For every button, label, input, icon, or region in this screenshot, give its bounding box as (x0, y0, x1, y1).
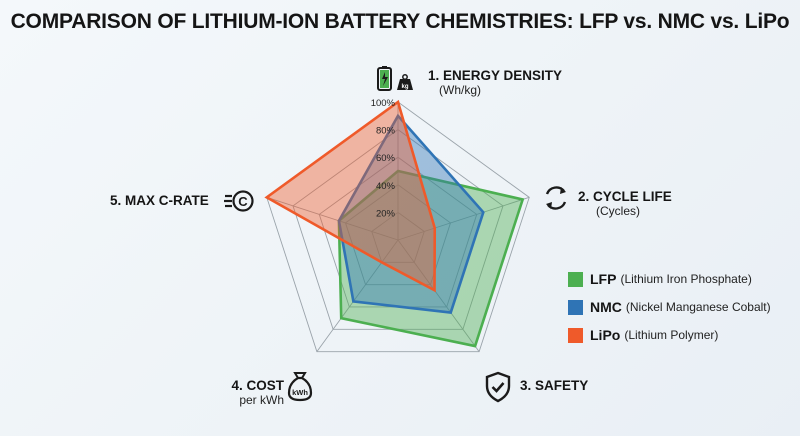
legend-description: (Nickel Manganese Cobalt) (625, 300, 771, 314)
legend-label: LiPo (590, 327, 621, 343)
legend-item-lipo: LiPo (Lithium Polymer) (568, 321, 771, 349)
svg-text:kWh: kWh (292, 388, 308, 397)
legend-label: LFP (590, 271, 617, 287)
cycle-arrows-icon (541, 183, 571, 218)
radar-ticks: 20% 40% 60% 80% 100% (371, 98, 396, 219)
radar-series (264, 99, 525, 348)
axis-label-safety: 3. SAFETY (520, 378, 588, 393)
grid-spoke (397, 196, 530, 241)
axis-label-max-c-rate: 5. MAX C-RATE (110, 193, 209, 208)
legend-label: NMC (590, 299, 622, 315)
axis-label-cycle-life: 2. CYCLE LIFE (Cycles) (578, 189, 672, 218)
legend-item-nmc: NMC (Nickel Manganese Cobalt) (568, 293, 771, 321)
legend-swatch (568, 271, 583, 287)
grid-spoke (266, 196, 399, 241)
money-bag-kwh-icon: kWh (287, 370, 313, 407)
legend-item-lfp: LFP (Lithium Iron Phosphate) (568, 265, 771, 293)
series-area-lipo (264, 99, 437, 293)
legend-swatch (568, 299, 583, 315)
tick-label: 20% (376, 208, 396, 219)
axis-title: 3. SAFETY (520, 378, 589, 393)
c-rate-icon: C (224, 188, 254, 219)
axis-label-cost: 4. COST per kWh (222, 378, 284, 407)
tick-label: 100% (371, 98, 396, 109)
tick-label: 40% (376, 181, 396, 192)
grid-spoke (397, 239, 480, 352)
axis-subtitle: (Cycles) (596, 204, 640, 218)
series-area-lfp (337, 169, 525, 348)
svg-text:kg: kg (401, 84, 408, 90)
axis-title: 5. MAX C-RATE (110, 193, 209, 208)
legend-description: (Lithium Iron Phosphate) (620, 272, 752, 286)
legend-swatch (568, 327, 583, 343)
grid-ring (371, 211, 425, 263)
grid-ring (344, 184, 452, 286)
chart-title: COMPARISON OF LITHIUM-ION BATTERY CHEMIS… (10, 10, 790, 33)
battery-weight-icon: kg (376, 63, 416, 98)
shield-check-icon (484, 371, 512, 408)
axis-subtitle: per kWh (239, 393, 284, 407)
series-area-nmc (337, 113, 485, 314)
svg-text:C: C (238, 194, 248, 209)
tick-label: 60% (376, 153, 396, 164)
axis-title: 4. COST (231, 378, 284, 393)
axis-label-energy-density: 1. ENERGY DENSITY (Wh/kg) (428, 68, 562, 97)
axis-title: 2. CYCLE LIFE (578, 189, 672, 204)
grid-spoke (316, 239, 399, 352)
legend-description: (Lithium Polymer) (624, 328, 719, 342)
axis-title: 1. ENERGY DENSITY (428, 68, 563, 83)
axis-subtitle: (Wh/kg) (439, 83, 481, 97)
legend: LFP (Lithium Iron Phosphate) NMC (Nickel… (568, 265, 771, 349)
tick-label: 80% (376, 126, 396, 137)
